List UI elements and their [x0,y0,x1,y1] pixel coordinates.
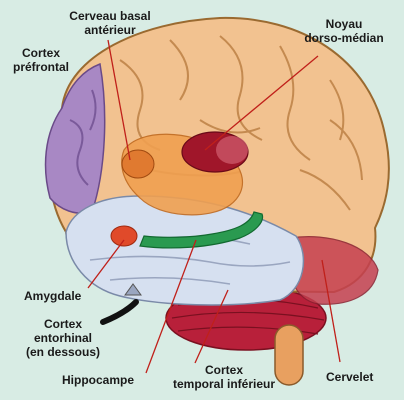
leader-noyau [204,55,319,151]
prefrontal-region [44,62,106,214]
hippocampe-text: Hippocampe [62,373,135,387]
label-cervelet: Cervelet [326,370,373,384]
prefrontal-line2: préfrontal [12,60,69,74]
amygdale-text: Amygdale [24,289,82,303]
amygdala [110,225,138,247]
cerveau-basal-line2: antérieur [84,23,136,37]
noyau-line2: dorso-médian [304,31,384,45]
hippocampus [139,211,264,249]
label-cerveau-basal: Cerveau basal antérieur [36,9,184,37]
leader-hippocampe [145,239,197,374]
leader-lines [87,39,341,374]
thalamus-highlight [216,136,248,164]
leader-cervelet [321,259,341,363]
label-cortex-prefrontal: Cortex préfrontal [4,46,78,74]
leader-cerveau [107,39,131,161]
temporal-line1: Cortex [204,363,243,377]
prefrontal-gyri [69,89,97,186]
label-noyau: Noyau dorso-médian [288,17,400,45]
entorhinal-marker [124,283,142,296]
temporal-line2: temporal inférieur [172,377,276,391]
prefrontal-line1: Cortex [21,46,60,60]
cervelet-text: Cervelet [326,370,374,384]
entorhinal-line1: Cortex [43,317,82,331]
label-hippocampe: Hippocampe [62,373,134,387]
leader-temporal [194,289,229,364]
noyau-line1: Noyau [325,17,363,31]
brainstem [274,324,304,386]
label-amygdale: Amygdale [24,289,81,303]
entorhinal-line3: (en dessous) [25,345,100,359]
entorhinal-arrow [100,299,139,325]
label-entorhinal: Cortex entorhinal (en dessous) [24,317,102,359]
label-temporal: Cortex temporal inférieur [166,363,282,391]
basal-nucleus [121,149,155,179]
entorhinal-line2: entorhinal [33,331,92,345]
cerveau-basal-line1: Cerveau basal [69,9,151,23]
leader-amygdale [87,239,125,289]
